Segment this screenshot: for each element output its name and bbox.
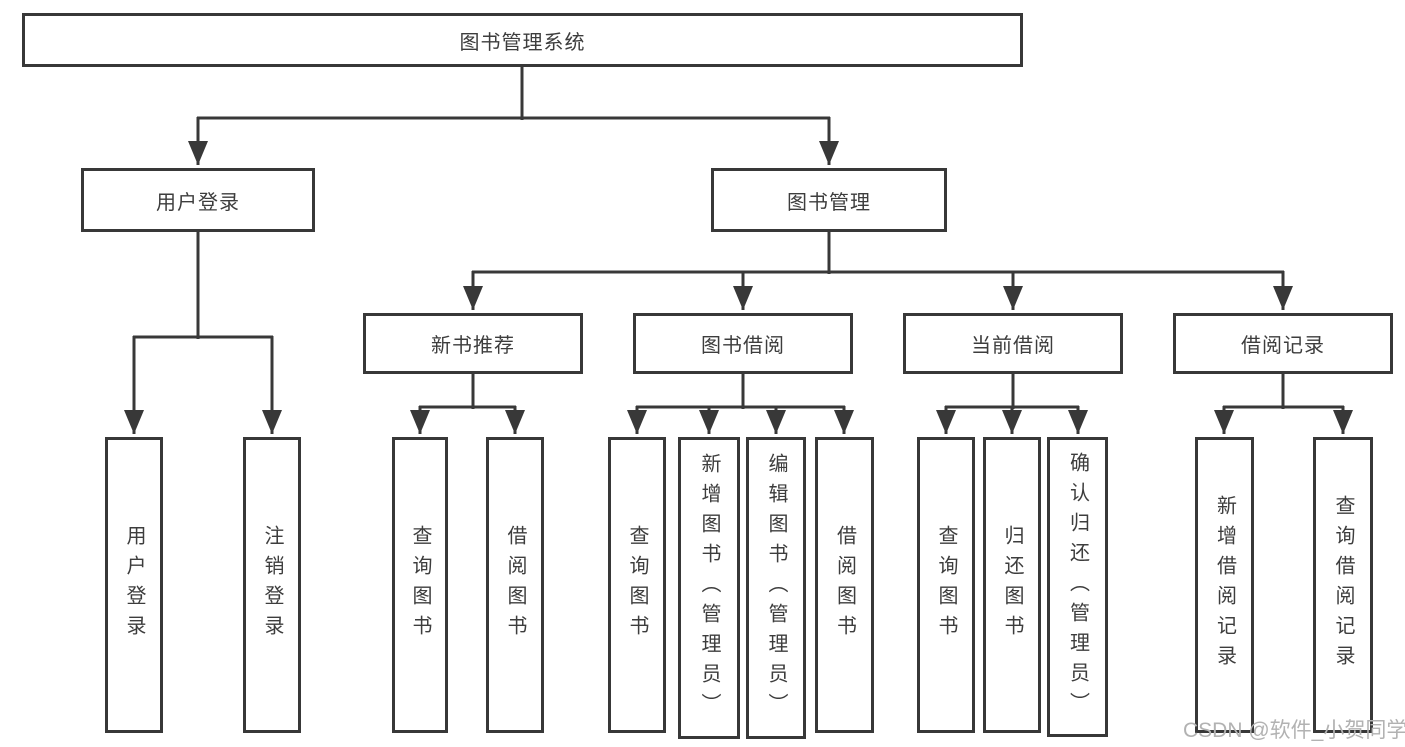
node-label: 注销登录 [261,525,283,645]
node-new-book-recommend: 新书推荐 [363,313,583,374]
node-label: 当前借阅 [971,335,1055,357]
node-label: 图书管理系统 [459,31,586,54]
leaf-query-books-recommend: 查询图书 [392,437,448,733]
node-label: 图书借阅 [701,335,785,357]
leaf-logout: 注销登录 [243,437,301,733]
node-label: 确认归还（管理员） [1066,452,1089,722]
node-book-borrow: 图书借阅 [633,313,853,374]
node-label: 借阅图书 [504,525,526,645]
leaf-query-books-current: 查询图书 [917,437,975,733]
node-label: 用户登录 [156,191,240,214]
node-label: 新增借阅记录 [1213,495,1236,675]
node-label: 新书推荐 [431,335,515,357]
leaf-add-books-admin: 新增图书（管理员） [678,437,740,739]
node-borrow-records: 借阅记录 [1173,313,1393,374]
leaf-query-books-borrow: 查询图书 [608,437,666,733]
node-book-management: 图书管理 [711,168,947,232]
node-label: 用户登录 [123,525,145,645]
node-label: 新增图书（管理员） [698,453,720,723]
leaf-edit-books-admin: 编辑图书（管理员） [746,437,806,739]
leaf-borrow-books: 借阅图书 [815,437,874,733]
node-current-borrow: 当前借阅 [903,313,1123,374]
leaf-query-borrow-record: 查询借阅记录 [1313,437,1373,733]
node-library-management-system: 图书管理系统 [22,13,1023,67]
node-label: 借阅图书 [833,525,856,645]
node-label: 编辑图书（管理员） [765,453,787,723]
leaf-confirm-return-admin: 确认归还（管理员） [1047,437,1108,737]
csdn-watermark: CSDN @软件_小贺同学 [1183,719,1405,742]
leaf-user-login: 用户登录 [105,437,163,733]
node-user-login: 用户登录 [81,168,315,232]
node-label: 查询借阅记录 [1332,495,1354,675]
leaf-add-borrow-record: 新增借阅记录 [1195,437,1254,733]
node-label: 查询图书 [935,525,957,645]
node-label: 查询图书 [409,525,431,645]
node-label: 查询图书 [626,525,648,645]
leaf-borrow-books-recommend: 借阅图书 [486,437,544,733]
node-label: 归还图书 [1001,525,1023,645]
node-label: 图书管理 [787,191,871,214]
node-label: 借阅记录 [1241,335,1325,357]
leaf-return-books: 归还图书 [983,437,1041,733]
